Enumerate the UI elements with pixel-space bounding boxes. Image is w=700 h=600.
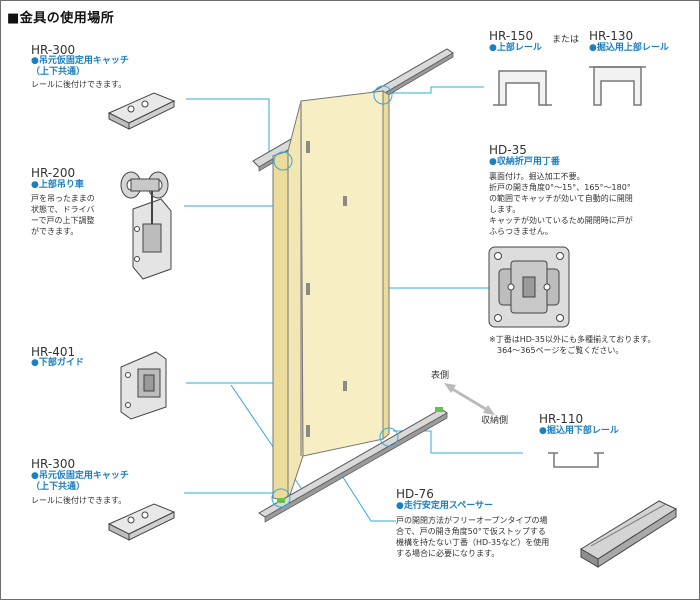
hd35-hinge-image bbox=[488, 246, 570, 328]
hr300-bottom-catch-image bbox=[107, 503, 176, 541]
hr300-top-catch-image bbox=[107, 92, 176, 130]
hr150-rail-profile bbox=[493, 70, 552, 106]
hd76-code: HD-76 bbox=[396, 487, 434, 501]
hr300-top-code: HR-300 bbox=[31, 43, 76, 57]
hr401-code: HR-401 bbox=[31, 345, 76, 359]
hd35-code: HD-35 bbox=[489, 143, 527, 157]
hr130-name: ●掘込用上部レール bbox=[589, 43, 669, 53]
hd76-spacer-image bbox=[580, 500, 678, 568]
hd35-note: ※丁番はHD-35以外にも多種揃えております。 364〜365ページをご覧くださ… bbox=[489, 335, 656, 355]
hr150-or-label: または bbox=[552, 35, 580, 45]
hr200-code: HR-200 bbox=[31, 166, 76, 180]
hr300-bottom-code: HR-300 bbox=[31, 457, 76, 471]
hr200-name: ●上部吊り車 bbox=[31, 180, 84, 190]
front-side-label: 表側 bbox=[431, 371, 450, 381]
hr150-name: ●上部レール bbox=[489, 43, 542, 53]
hd35-desc: 裏面付け。掘込加工不要。 折戸の開き角度0°〜15°、165°〜180° の範囲… bbox=[489, 172, 633, 236]
hr300-top-desc: レールに後付けできます。 bbox=[31, 80, 127, 89]
hr401-name: ●下部ガイド bbox=[31, 358, 84, 368]
hr130-rail-profile bbox=[589, 66, 646, 106]
hr300-top-sub: （上下共通） bbox=[31, 67, 86, 77]
hr300-bottom-sub: （上下共通） bbox=[31, 482, 86, 492]
bottom-rail bbox=[258, 407, 448, 523]
hr300-bottom-name: ●吊元仮固定用キャッチ bbox=[31, 471, 129, 481]
hd35-name: ●収納折戸用丁番 bbox=[489, 157, 560, 167]
hd76-desc: 戸の開閉方法がフリーオープンタイプの場 合で、戸の開き角度50°で仮ストップする… bbox=[396, 516, 550, 558]
folding-door-panels bbox=[272, 90, 390, 502]
detail-circles bbox=[271, 85, 399, 508]
hr110-code: HR-110 bbox=[539, 412, 584, 426]
hr200-desc: 戸を吊ったままの 状態で、ドライバ ーで戸の上下調整 ができます。 bbox=[31, 194, 95, 236]
storage-side-label: 収納側 bbox=[481, 416, 509, 426]
hr150-code: HR-150 bbox=[489, 29, 534, 43]
direction-arrow bbox=[444, 383, 495, 415]
hr200-roller-image bbox=[120, 171, 172, 280]
hr300-bottom-desc: レールに後付けできます。 bbox=[31, 496, 127, 505]
hr300-top-name: ●吊元仮固定用キャッチ bbox=[31, 56, 129, 66]
hr401-guide-image bbox=[120, 351, 167, 420]
hr110-rail-profile bbox=[548, 452, 604, 468]
hr130-code: HR-130 bbox=[589, 29, 634, 43]
hr110-name: ●掘込用下部レール bbox=[539, 426, 619, 436]
page-title: ■金具の使用場所 bbox=[7, 11, 115, 26]
hd76-name: ●走行安定用スペーサー bbox=[396, 501, 494, 511]
